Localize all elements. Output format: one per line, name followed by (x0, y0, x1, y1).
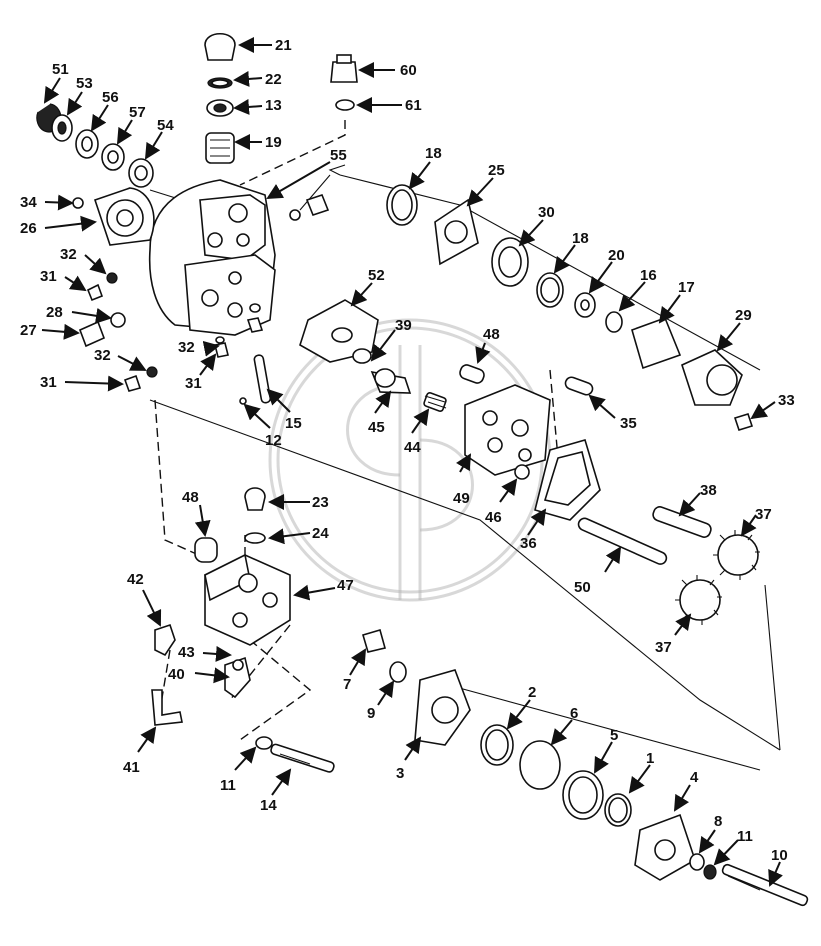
callout-31a: 31 (40, 268, 57, 285)
callout-11b: 11 (220, 777, 236, 794)
callout-31c: 31 (185, 375, 202, 392)
callout-28: 28 (46, 304, 63, 321)
callout-12: 12 (265, 432, 282, 449)
callout-39: 39 (395, 317, 412, 334)
pump-housing (148, 179, 276, 336)
callout-18b: 18 (572, 230, 589, 247)
callout-23: 23 (312, 494, 329, 511)
callout-30: 30 (538, 204, 555, 221)
callout-54: 54 (157, 117, 174, 134)
small-plugs (78, 272, 272, 405)
end-cover (72, 187, 155, 246)
callout-51: 51 (52, 61, 69, 78)
gear-assembly (534, 439, 760, 625)
callout-15: 15 (285, 415, 302, 432)
upper-seal-train (386, 184, 754, 431)
callout-47: 47 (337, 577, 354, 594)
callout-45: 45 (368, 419, 385, 436)
callout-8: 8 (714, 813, 722, 830)
callout-43: 43 (178, 644, 195, 661)
callout-48a: 48 (483, 326, 500, 343)
callout-61: 61 (405, 97, 422, 114)
callout-5: 5 (610, 727, 618, 744)
callout-16: 16 (640, 267, 657, 284)
callout-18a: 18 (425, 145, 442, 162)
callout-60: 60 (400, 62, 417, 79)
elbow-fittings (151, 623, 251, 726)
callout-24: 24 (312, 525, 329, 542)
callout-42: 42 (127, 571, 144, 588)
callout-32b: 32 (94, 347, 111, 364)
callout-26: 26 (20, 220, 37, 237)
callout-50: 50 (574, 579, 591, 596)
callout-38: 38 (700, 482, 717, 499)
callout-29: 29 (735, 307, 752, 324)
callout-56: 56 (102, 89, 119, 106)
callout-14: 14 (260, 797, 277, 814)
callout-11a: 11 (737, 828, 753, 845)
callout-57: 57 (129, 104, 146, 121)
callout-55: 55 (330, 147, 347, 164)
gear-37-upper (713, 530, 760, 580)
valve-block (299, 299, 594, 480)
callout-33: 33 (778, 392, 795, 409)
plug-58 (289, 194, 330, 221)
callout-9: 9 (367, 705, 375, 722)
callout-52: 52 (368, 267, 385, 284)
callout-25: 25 (488, 162, 505, 179)
callout-21: 21 (275, 37, 292, 54)
callout-13: 13 (265, 97, 282, 114)
callout-2: 2 (528, 684, 536, 701)
callout-10: 10 (771, 847, 788, 864)
shaft-bearing-stack (36, 103, 154, 188)
callout-31b: 31 (40, 374, 57, 391)
callout-17: 17 (678, 279, 695, 296)
callout-22: 22 (265, 71, 282, 88)
callout-40: 40 (168, 666, 185, 683)
callout-49: 49 (453, 490, 470, 507)
callout-44: 44 (404, 439, 421, 456)
callout-36: 36 (520, 535, 537, 552)
lower-seal-train (362, 629, 717, 881)
callout-20: 20 (608, 247, 625, 264)
callout-3: 3 (396, 765, 404, 782)
callout-4: 4 (690, 769, 699, 786)
callout-53: 53 (76, 75, 93, 92)
callout-48b: 48 (182, 489, 199, 506)
callout-labels: 21 22 13 19 60 61 51 53 56 57 54 55 18 2… (20, 37, 795, 887)
callout-37b: 37 (655, 639, 672, 656)
callout-34: 34 (20, 194, 37, 211)
callout-27: 27 (20, 322, 37, 339)
bolts (255, 736, 809, 907)
top-plug-stack (204, 32, 236, 164)
callout-19: 19 (265, 134, 282, 151)
callout-32c: 32 (178, 339, 195, 356)
callout-32a: 32 (60, 246, 77, 263)
callout-41: 41 (123, 759, 140, 776)
callout-6: 6 (570, 705, 578, 722)
gear-37-lower (675, 575, 722, 625)
callout-1: 1 (646, 750, 654, 767)
callout-7: 7 (343, 676, 351, 693)
callout-37a: 37 (755, 506, 772, 523)
callout-35: 35 (620, 415, 637, 432)
lower-valve-block (194, 487, 291, 646)
fitting-60 (330, 54, 358, 111)
callout-46: 46 (485, 509, 502, 526)
